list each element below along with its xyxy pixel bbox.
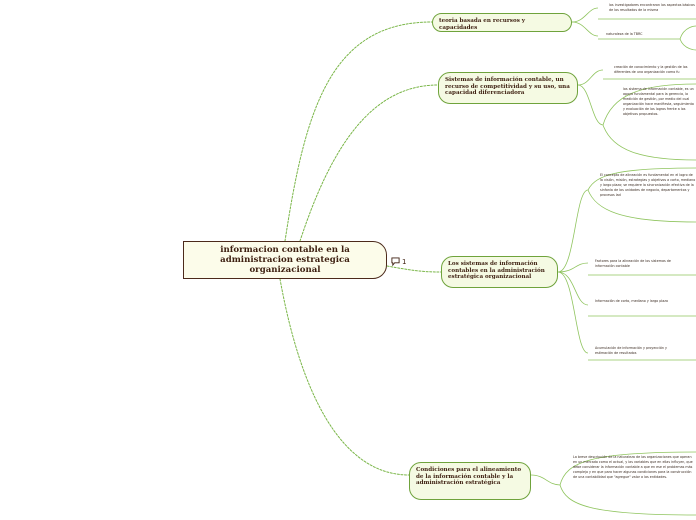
- root-topic-label: informacion contable en la administracio…: [220, 244, 350, 276]
- branch-condiciones-alineamiento[interactable]: Condiciones para el alineamiento de la i…: [409, 462, 531, 500]
- branch-label: Sistemas de información contable, un rec…: [445, 77, 570, 97]
- connector-branch3-leaf3: [557, 271, 589, 306]
- connector-branch3-leaf1: [557, 189, 589, 273]
- subtopic-investigadores[interactable]: los investigadores encontraron los aspec…: [609, 3, 695, 12]
- comment-icon: [391, 257, 400, 266]
- leaf-shape-3-1: [587, 167, 696, 223]
- branch-label: Los sistemas de información contables en…: [448, 261, 545, 281]
- comment-count: 1: [402, 257, 407, 266]
- connector-branch3-leaf2: [557, 262, 589, 273]
- branch-sistemas-administracion[interactable]: Los sistemas de información contables en…: [441, 256, 558, 288]
- subtopic-acumulacion-proyeccion[interactable]: Acumulación de información y proyección …: [595, 346, 668, 355]
- connector-branch2-leaf2: [577, 84, 604, 126]
- connector-branch4-leaf1: [530, 474, 561, 486]
- connector-branch1-leaf1: [571, 7, 599, 23]
- connector-branch2-leaf1: [577, 69, 604, 86]
- root-topic[interactable]: informacion contable en la administracio…: [183, 241, 387, 279]
- connector-root-branch4: [279, 278, 410, 476]
- connector-root-branch3: [386, 265, 442, 273]
- subtopic-corto-mediano-largo[interactable]: Información de corto, mediano y largo pl…: [595, 299, 669, 303]
- leaf-shape-4-1: [559, 451, 696, 516]
- connector-branch1-leaf2: [571, 21, 599, 37]
- connector-root-branch1: [284, 21, 433, 242]
- subtopic-concepto-alineacion[interactable]: El concepto de alineación es fundamental…: [600, 173, 696, 197]
- subtopic-breve-descripcion[interactable]: La breve descripción de la naturaleza de…: [573, 455, 693, 479]
- subtopic-factores-alineacion[interactable]: Factores para la alineación de los siste…: [595, 259, 671, 268]
- connector-branch3-leaf4: [557, 271, 589, 354]
- subtopic-creacion-conocimiento[interactable]: creación de conocimiento y la gestión de…: [614, 65, 688, 74]
- comment-indicator[interactable]: 1: [391, 257, 406, 266]
- branch-sistemas-informacion[interactable]: Sistemas de información contable, un rec…: [438, 72, 578, 104]
- branch-label: Condiciones para el alineamiento de la i…: [416, 467, 522, 487]
- branch-teoria-recursos[interactable]: teoria basada en recursos y capacidades: [432, 13, 572, 32]
- subtopic-apoyo-gerencia[interactable]: los sistema de información contable, es …: [623, 87, 694, 116]
- subtopic-naturaleza-tbrc[interactable]: naturaleza de la TBRC: [606, 32, 643, 36]
- branch-label: teoria basada en recursos y capacidades: [439, 18, 526, 31]
- leaf-shape-2-2: [602, 83, 696, 161]
- connector-root-branch2: [299, 84, 439, 242]
